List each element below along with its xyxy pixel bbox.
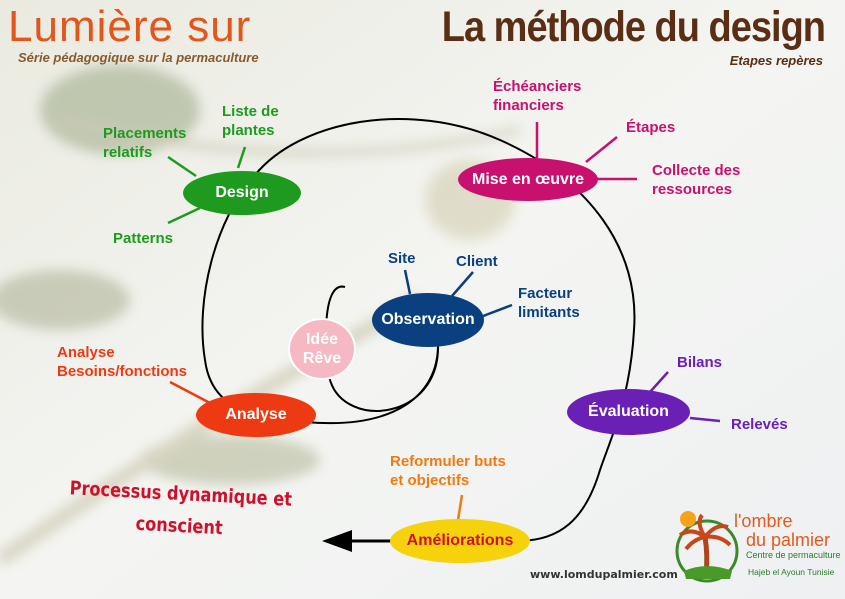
logo: l'ombre du palmier Centre de permacultur… — [672, 505, 841, 589]
label-site: Site — [388, 250, 416, 267]
node-observation: Observation — [372, 293, 484, 347]
logo-line-1: l'ombre — [734, 511, 793, 531]
node-evaluation: Évaluation — [567, 389, 690, 435]
logo-line-4: Hajeb el Ayoun Tunisie — [748, 567, 835, 577]
website-link[interactable]: www.lomdupalmier.com — [530, 568, 678, 581]
node-mise-en-oeuvre: Mise en œuvre — [458, 158, 598, 201]
series-title: Lumière sur — [8, 2, 252, 51]
label-echeanciers-financiers: Échéanciers financiers — [493, 78, 582, 114]
process-caption: Processus dynamique et conscient — [69, 477, 293, 540]
label-releves: Relevés — [731, 416, 788, 433]
node-idee-reve: Idée Rêve — [288, 318, 356, 380]
label-facteur-limitants: Facteur limitants — [518, 285, 580, 321]
logo-line-2: du palmier — [746, 530, 831, 550]
series-subtitle: Série pédagogique sur la permaculture — [18, 50, 259, 65]
palm-tree-icon — [675, 511, 739, 583]
label-client: Client — [456, 253, 498, 270]
page-subtitle: Etapes repères — [729, 53, 823, 68]
label-etapes: Étapes — [626, 119, 676, 136]
page-title: La méthode du design — [441, 4, 826, 52]
label-analyse-besoins-fonctions: Analyse Besoins/fonctions — [57, 344, 188, 380]
label-bilans: Bilans — [677, 354, 723, 371]
label-placements-relatifs: Placements relatifs — [103, 125, 187, 161]
node-design: Design — [183, 171, 301, 215]
logo-line-3: Centre de permaculture — [746, 550, 841, 560]
label-collecte-des-ressources: Collecte des ressources — [652, 162, 741, 198]
label-patterns: Patterns — [113, 230, 174, 247]
output-arrow-head — [322, 530, 352, 552]
label-liste-de-plantes: Liste de plantes — [222, 103, 279, 139]
node-analyse: Analyse — [196, 393, 316, 437]
node-ameliorations: Améliorations — [390, 519, 530, 563]
spiral-path — [201, 117, 636, 542]
label-reformuler-buts: Reformuler buts et objectifs — [390, 453, 506, 489]
